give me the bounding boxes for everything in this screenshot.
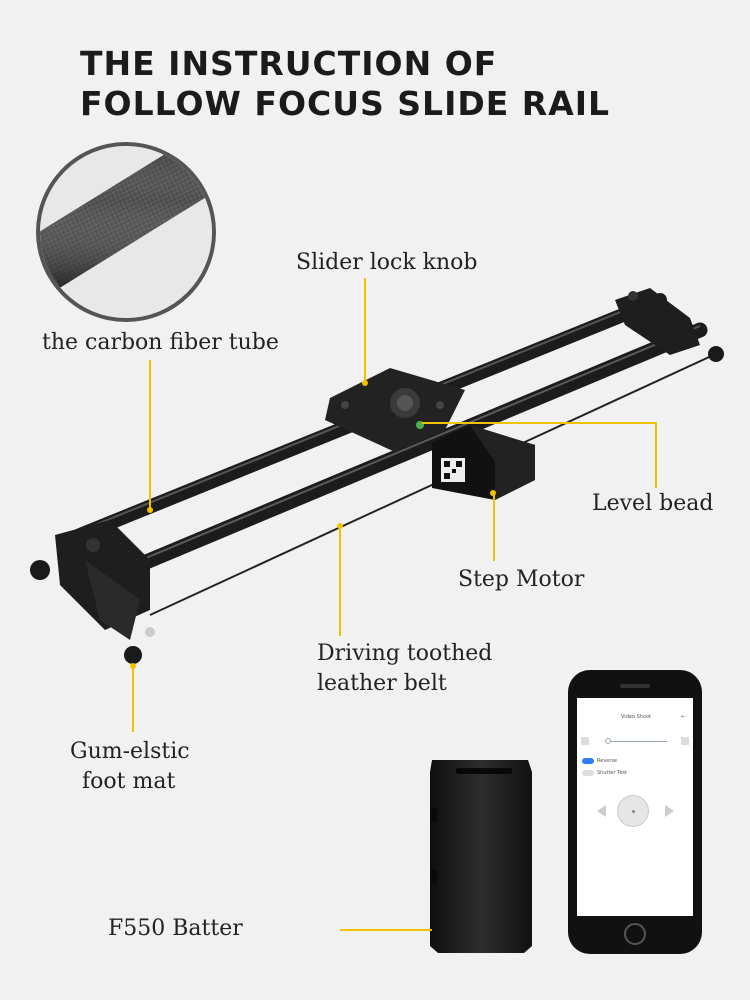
- label-level-bead: Level bead: [592, 491, 714, 516]
- leader-battery: [340, 929, 432, 931]
- phone-app-screen: Video Shoot ← Reverse Shutter Test: [568, 670, 702, 954]
- toggle-shutter[interactable]: [582, 770, 594, 776]
- label-slider-lock-knob: Slider lock knob: [296, 250, 478, 275]
- leader-dot: [130, 663, 136, 669]
- page-title: THE INSTRUCTION OF FOLLOW FOCUS SLIDE RA…: [80, 44, 610, 124]
- label-belt-line-1: Driving toothed: [317, 641, 493, 666]
- leader-belt: [339, 526, 341, 636]
- battery-product: [430, 760, 532, 953]
- toggle-reverse[interactable]: [582, 758, 594, 764]
- leader-dot: [337, 523, 343, 529]
- label-carbon-tube: the carbon fiber tube: [42, 330, 279, 355]
- phone-home-button: [624, 923, 646, 945]
- label-battery: F550 Batter: [108, 916, 243, 941]
- leader-step-motor: [493, 493, 495, 561]
- toggle-reverse-label: Reverse: [597, 758, 618, 764]
- leader-dot: [362, 380, 368, 386]
- back-icon[interactable]: ←: [681, 714, 686, 720]
- leader-level-bead-v: [655, 422, 657, 488]
- leader-carbon-tube: [149, 360, 151, 510]
- joystick-button[interactable]: [617, 795, 649, 827]
- leader-foot: [132, 666, 134, 732]
- toggle-shutter-label: Shutter Test: [597, 770, 627, 776]
- label-step-motor: Step Motor: [458, 567, 585, 592]
- slide-rail-product: [30, 288, 724, 664]
- label-foot-line-1: Gum-elstic: [70, 739, 190, 764]
- phone-speaker: [620, 684, 650, 688]
- arrow-right-icon[interactable]: [665, 805, 674, 817]
- leader-level-bead-h: [422, 422, 656, 424]
- leader-slider-knob: [364, 278, 366, 383]
- app-header: Video Shoot: [621, 714, 652, 720]
- label-foot-line-2: foot mat: [82, 769, 176, 794]
- app-screen: Video Shoot ← Reverse Shutter Test: [577, 698, 693, 916]
- app-slider-row[interactable]: [581, 736, 689, 746]
- title-line-2: FOLLOW FOCUS SLIDE RAIL: [80, 84, 611, 123]
- title-line-1: THE INSTRUCTION OF: [80, 44, 498, 83]
- label-belt-line-2: leather belt: [317, 671, 447, 696]
- leader-dot: [490, 490, 496, 496]
- leader-dot: [147, 507, 153, 513]
- arrow-left-icon[interactable]: [597, 805, 606, 817]
- carbon-tube-closeup: [36, 142, 216, 322]
